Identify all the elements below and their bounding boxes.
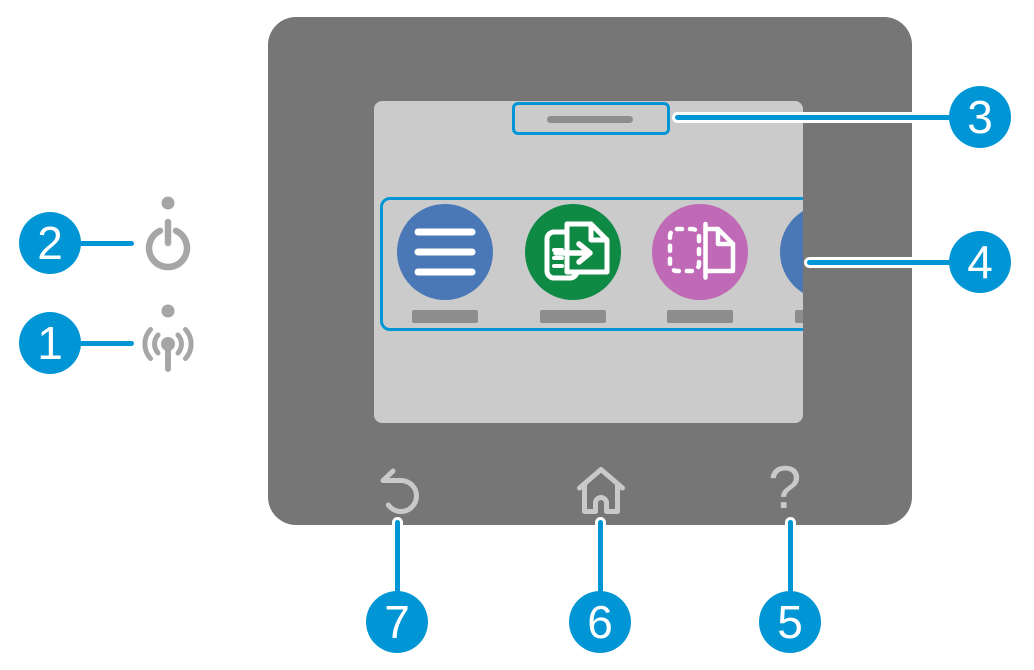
callout-box-status-center [512,102,670,135]
callout-6-number: 6 [587,596,613,648]
touchscreen[interactable] [374,101,803,423]
back-icon [380,468,419,514]
callout-4: 4 [949,231,1011,293]
two-sided-copy-icon [667,221,736,280]
wireless-icon [142,327,194,372]
callout-6-line [597,520,603,594]
callout-3-number: 3 [967,91,993,143]
callout-5-line [787,520,793,594]
callout-4-number: 4 [967,236,993,288]
menu-app-button[interactable] [397,204,493,300]
wireless-button-group[interactable] [136,298,200,378]
status-center-handle[interactable] [547,116,633,123]
callout-3: 3 [949,86,1011,148]
app-label-placeholder [412,310,478,323]
copy-app-button[interactable] [525,204,621,300]
callout-7-line [394,520,400,594]
callout-box-app-icons [380,197,803,331]
partial-app-button[interactable] [780,204,803,300]
callout-7: 7 [366,591,428,653]
power-light-led [161,196,175,210]
callout-2: 2 [19,212,81,274]
power-icon [145,218,191,271]
help-icon: ? [768,454,802,521]
two-sided-copy-app-button[interactable] [652,204,748,300]
back-button[interactable] [371,464,427,520]
app-label-placeholder [540,310,606,323]
copy-document-icon [544,221,610,281]
app-label-placeholder [667,310,733,323]
callout-3-line [675,115,959,120]
home-icon [577,467,625,514]
callout-1-number: 1 [37,317,63,369]
callout-7-number: 7 [384,596,410,648]
callout-5-number: 5 [777,596,803,648]
callout-2-line [78,241,134,246]
callout-5: 5 [759,591,821,653]
callout-1-line [78,341,134,346]
wireless-light-led [161,304,175,318]
callout-2-number: 2 [37,217,63,269]
help-button[interactable]: ? [768,458,801,518]
app-label-placeholder [795,310,803,323]
callout-1: 1 [19,312,81,374]
home-button[interactable] [573,463,629,519]
menu-icon [414,228,476,276]
callout-6: 6 [569,591,631,653]
power-button-group[interactable] [136,192,200,272]
callout-4-line [807,259,959,265]
